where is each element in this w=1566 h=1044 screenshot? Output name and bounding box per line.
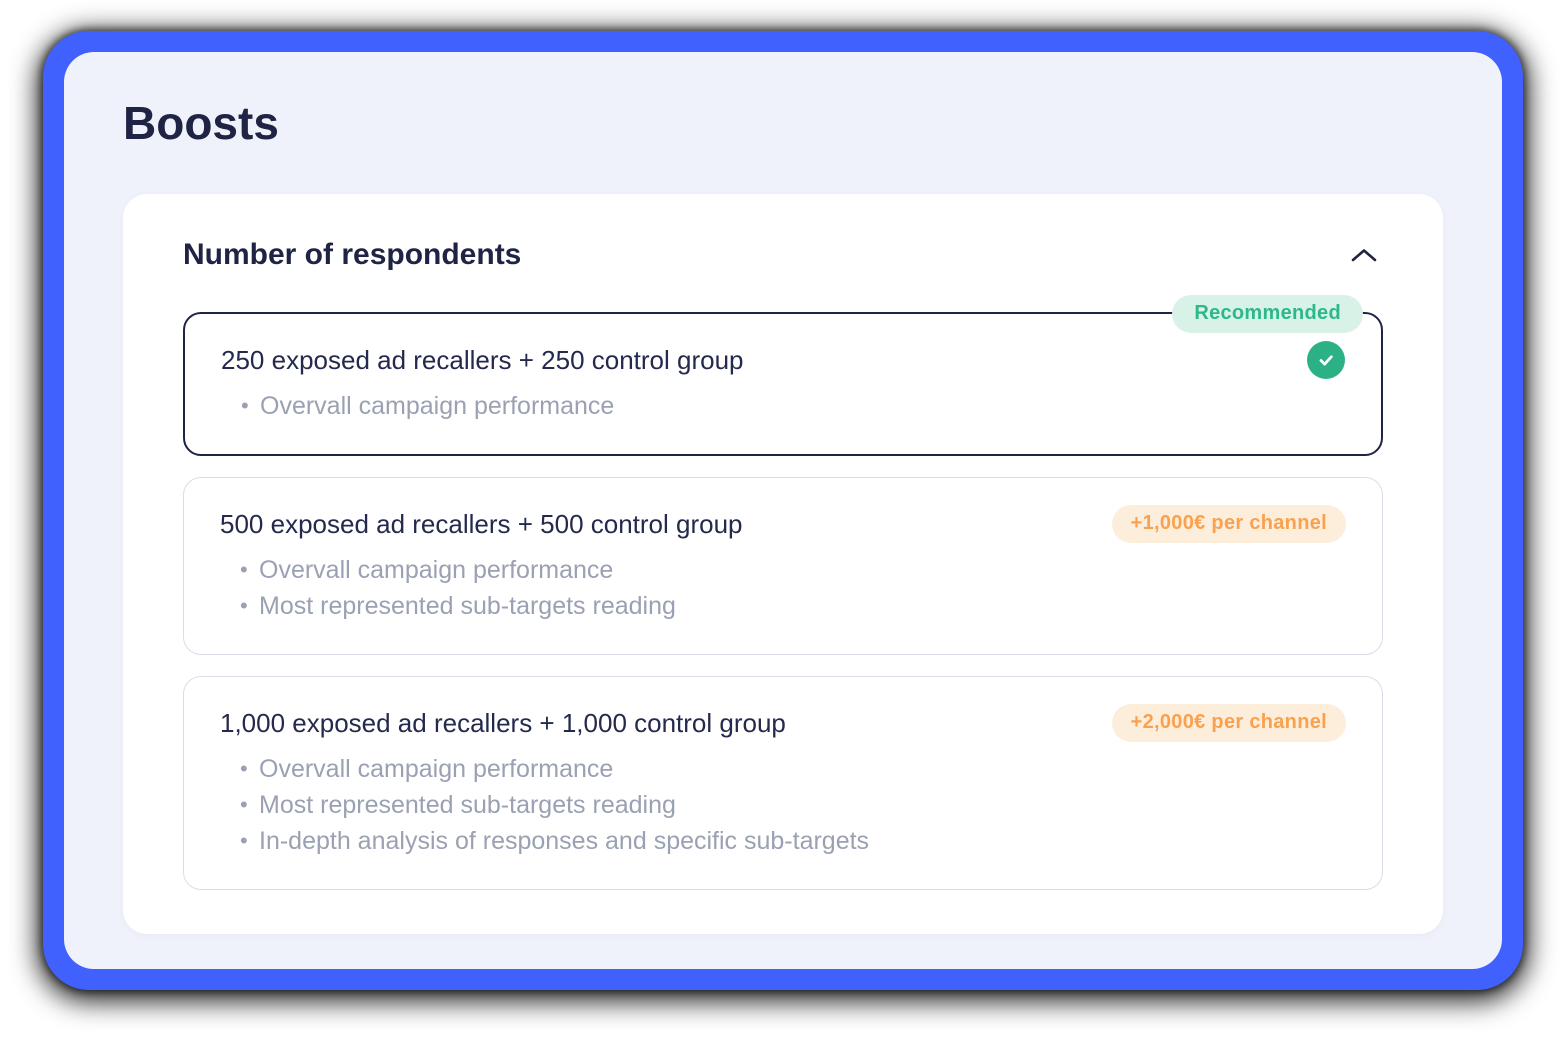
option-bullet: Most represented sub-targets reading bbox=[240, 588, 1346, 624]
option-benefits: Overvall campaign performance Most repre… bbox=[220, 552, 1346, 624]
app-frame: Boosts Number of respondents Recommended bbox=[43, 31, 1523, 990]
option-1000-respondents[interactable]: 1,000 exposed ad recallers + 1,000 contr… bbox=[183, 675, 1383, 890]
option-bullet: Overvall campaign performance bbox=[240, 751, 1346, 787]
option-title-row: 250 exposed ad recallers + 250 control g… bbox=[221, 340, 1345, 380]
option-250-respondents[interactable]: Recommended 250 exposed ad recallers + 2… bbox=[183, 294, 1383, 456]
option-title-row: 500 exposed ad recallers + 500 control g… bbox=[220, 504, 1346, 544]
option-bullet: In-depth analysis of responses and speci… bbox=[240, 823, 1346, 859]
section-title: Number of respondents bbox=[183, 237, 522, 271]
price-badge: +1,000€ per channel bbox=[1111, 504, 1346, 543]
option-benefits: Overvall campaign performance Most repre… bbox=[220, 751, 1346, 859]
option-title: 500 exposed ad recallers + 500 control g… bbox=[220, 508, 743, 539]
option-bullet: Most represented sub-targets reading bbox=[240, 787, 1346, 823]
selected-check-icon bbox=[1307, 340, 1345, 379]
option-title-row: 1,000 exposed ad recallers + 1,000 contr… bbox=[220, 703, 1346, 743]
option-bullet: Overvall campaign performance bbox=[240, 552, 1346, 588]
boosts-panel: Boosts Number of respondents Recommended bbox=[64, 52, 1502, 969]
chevron-up-icon bbox=[1349, 246, 1379, 264]
option-bullet: Overvall campaign performance bbox=[241, 388, 1345, 424]
option-title: 1,000 exposed ad recallers + 1,000 contr… bbox=[220, 707, 786, 738]
page-title: Boosts bbox=[123, 97, 279, 149]
recommended-badge: Recommended bbox=[1172, 294, 1363, 333]
options-list: Recommended 250 exposed ad recallers + 2… bbox=[183, 294, 1383, 890]
price-badge: +2,000€ per channel bbox=[1111, 703, 1346, 742]
option-title: 250 exposed ad recallers + 250 control g… bbox=[221, 344, 744, 375]
option-benefits: Overvall campaign performance bbox=[221, 388, 1345, 424]
card-header: Number of respondents bbox=[183, 238, 1383, 272]
option-500-respondents[interactable]: 500 exposed ad recallers + 500 control g… bbox=[183, 476, 1383, 655]
collapse-section-button[interactable] bbox=[1345, 242, 1383, 268]
respondents-card: Number of respondents Recommended 250 ex… bbox=[123, 193, 1443, 934]
